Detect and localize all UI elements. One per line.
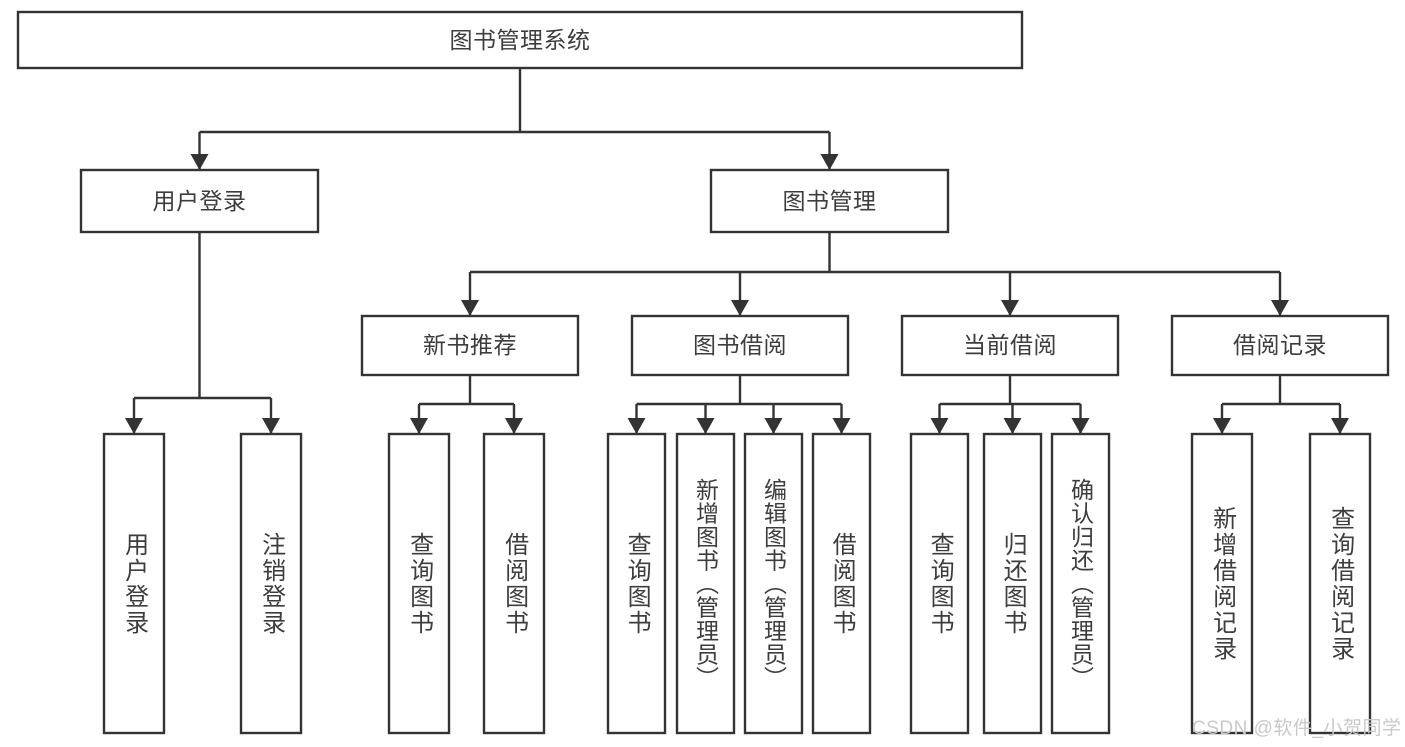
arrow-head-icon-leaf-confirm-return (1071, 418, 1090, 434)
arrow-head-icon-leaf-query-book-2 (627, 418, 646, 434)
arrow-head-icon-current-borrow (1001, 300, 1019, 316)
arrow-head-icon-leaf-borrow-book-1 (505, 418, 523, 434)
arrow-head-icon-leaf-edit-book (764, 418, 783, 434)
arrow-head-icon-leaf-query-book-1 (410, 418, 428, 434)
arrow-head-icon-book-manage (820, 154, 839, 170)
node-box-leaf-return-book (982, 432, 1043, 735)
node-box-leaf-edit-book (743, 432, 804, 735)
arrow-head-icon-leaf-logout (262, 418, 280, 434)
node-box-book-manage (709, 168, 950, 234)
arrow-head-icon-leaf-user-login (125, 418, 143, 434)
arrow-head-icon-leaf-query-book-3 (930, 418, 949, 434)
node-box-leaf-add-record (1190, 432, 1254, 735)
node-box-leaf-logout (239, 432, 303, 735)
node-box-borrow-record (1170, 314, 1390, 377)
node-box-leaf-query-book-3 (909, 432, 970, 735)
arrow-head-icon-leaf-add-book (696, 418, 715, 434)
arrow-head-icon-book-borrow (731, 300, 749, 316)
node-box-leaf-add-book (675, 432, 736, 735)
node-box-leaf-confirm-return (1050, 432, 1111, 735)
node-box-book-borrow (630, 314, 850, 377)
node-box-current-borrow (900, 314, 1120, 377)
arrow-head-icon-leaf-borrow-book-2 (832, 418, 851, 434)
node-box-leaf-user-login (102, 432, 166, 735)
node-box-leaf-query-book-1 (387, 432, 451, 735)
node-box-user-login (79, 168, 320, 234)
arrow-head-icon-borrow-record (1271, 300, 1289, 316)
node-box-leaf-borrow-book-2 (811, 432, 872, 735)
boxes-layer (16, 10, 1390, 735)
node-box-leaf-borrow-book-1 (482, 432, 546, 735)
arrow-head-icon-leaf-add-record (1213, 418, 1231, 434)
csdn-watermark: CSDN @软件_小贺同学 (1192, 718, 1402, 739)
arrow-head-icon-new-book-rec (461, 300, 479, 316)
arrow-head-icon-user-login (190, 154, 209, 170)
arrow-head-icon-leaf-return-book (1003, 418, 1022, 434)
node-box-new-book-rec (360, 314, 580, 377)
node-box-root (16, 10, 1024, 70)
connectors-layer (125, 68, 1349, 434)
node-box-leaf-query-book-2 (606, 432, 667, 735)
node-box-leaf-query-record (1308, 432, 1372, 735)
arrow-head-icon-leaf-query-record (1331, 418, 1349, 434)
